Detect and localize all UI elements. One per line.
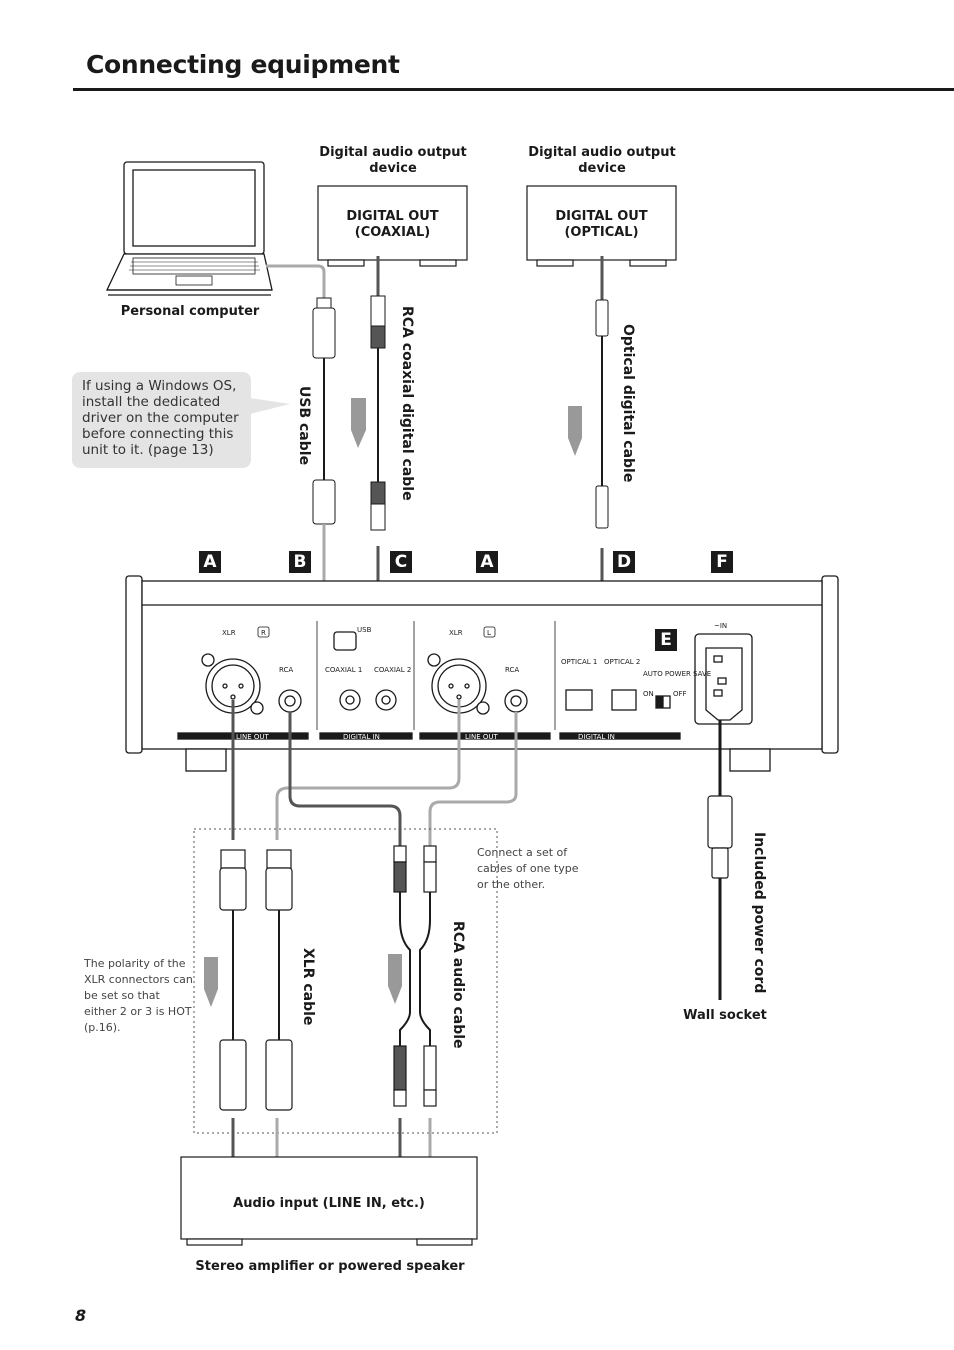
- rca-audio-cable: [393, 845, 437, 1107]
- rca-audio-cable-label: RCA audio cable: [450, 921, 466, 1049]
- rca-coaxial-cable-label: RCA coaxial digital cable: [399, 306, 415, 501]
- panel-label: L: [487, 629, 491, 637]
- page-number: 8: [75, 1306, 87, 1325]
- wall-socket-label: Wall socket: [683, 1008, 767, 1023]
- panel-label: OPTICAL 2: [604, 658, 640, 666]
- rca-coaxial-cable: [350, 256, 386, 702]
- one-type-note: Connect a set of cables of one type or t…: [477, 846, 579, 891]
- panel-label: ~IN: [714, 622, 727, 630]
- windows-driver-note: If using a Windows OS, install the dedic…: [72, 372, 251, 468]
- connector-letter-b: B: [289, 551, 311, 573]
- xlr-cable-label: XLR cable: [300, 948, 316, 1026]
- panel-label: DIGITAL IN: [578, 733, 615, 741]
- optical-device-box: [526, 185, 677, 267]
- output-cables: [231, 700, 722, 846]
- title-rule: [73, 88, 954, 91]
- computer-label: Personal computer: [120, 304, 260, 319]
- connector-letter-a: A: [199, 551, 221, 573]
- page-title: Connecting equipment: [86, 50, 400, 79]
- panel-label: R: [261, 629, 266, 637]
- laptop-icon: [105, 161, 273, 296]
- panel-label: RCA: [279, 666, 293, 674]
- panel-label: OFF: [673, 690, 687, 698]
- panel-label: XLR: [222, 629, 236, 637]
- optical-device-box-label: DIGITAL OUT (OPTICAL): [555, 209, 648, 240]
- connector-letter-e: E: [655, 629, 677, 651]
- coaxial-device-box-label: DIGITAL OUT (COAXIAL): [346, 209, 439, 240]
- panel-label: COAXIAL 1: [325, 666, 362, 674]
- panel-label: ON: [643, 690, 654, 698]
- panel-labels: XLR R RCA USB COAXIAL 1 COAXIAL 2 XLR L …: [222, 622, 727, 741]
- panel-label: OPTICAL 1: [561, 658, 597, 666]
- panel-label: LINE OUT: [236, 733, 269, 741]
- cable-choice-box: [193, 828, 498, 1134]
- amp-box-label: Audio input (LINE IN, etc.): [233, 1196, 425, 1211]
- panel-label: DIGITAL IN: [343, 733, 380, 741]
- rear-panel: [125, 575, 839, 772]
- panel-label: COAXIAL 2: [374, 666, 411, 674]
- panel-label: AUTO POWER SAVE: [643, 670, 711, 678]
- panel-label: RCA: [505, 666, 519, 674]
- down-arrow-icon: [204, 398, 582, 1007]
- usb-cable-label: USB cable: [296, 386, 312, 466]
- connector-letter-a2: A: [476, 551, 498, 573]
- panel-label: XLR: [449, 629, 463, 637]
- amplifier-box: [180, 1156, 478, 1246]
- polarity-note: The polarity of the XLR connectors can b…: [84, 957, 193, 1034]
- optical-device-caption: Digital audio output device: [528, 145, 676, 176]
- coaxial-device-caption: Digital audio output device: [319, 145, 467, 176]
- panel-label: USB: [357, 626, 372, 634]
- coaxial-device-box: [317, 185, 468, 267]
- connector-letter-f: F: [711, 551, 733, 573]
- xlr-cable: [219, 849, 293, 1111]
- optical-cable-label: Optical digital cable: [620, 324, 636, 483]
- amp-caption: Stereo amplifier or powered speaker: [195, 1259, 465, 1274]
- connector-letter-d: D: [613, 551, 635, 573]
- power-plug: [707, 795, 733, 1000]
- panel-label: LINE OUT: [465, 733, 498, 741]
- power-cord-label: Included power cord: [751, 832, 767, 994]
- connector-letter-c: C: [390, 551, 412, 573]
